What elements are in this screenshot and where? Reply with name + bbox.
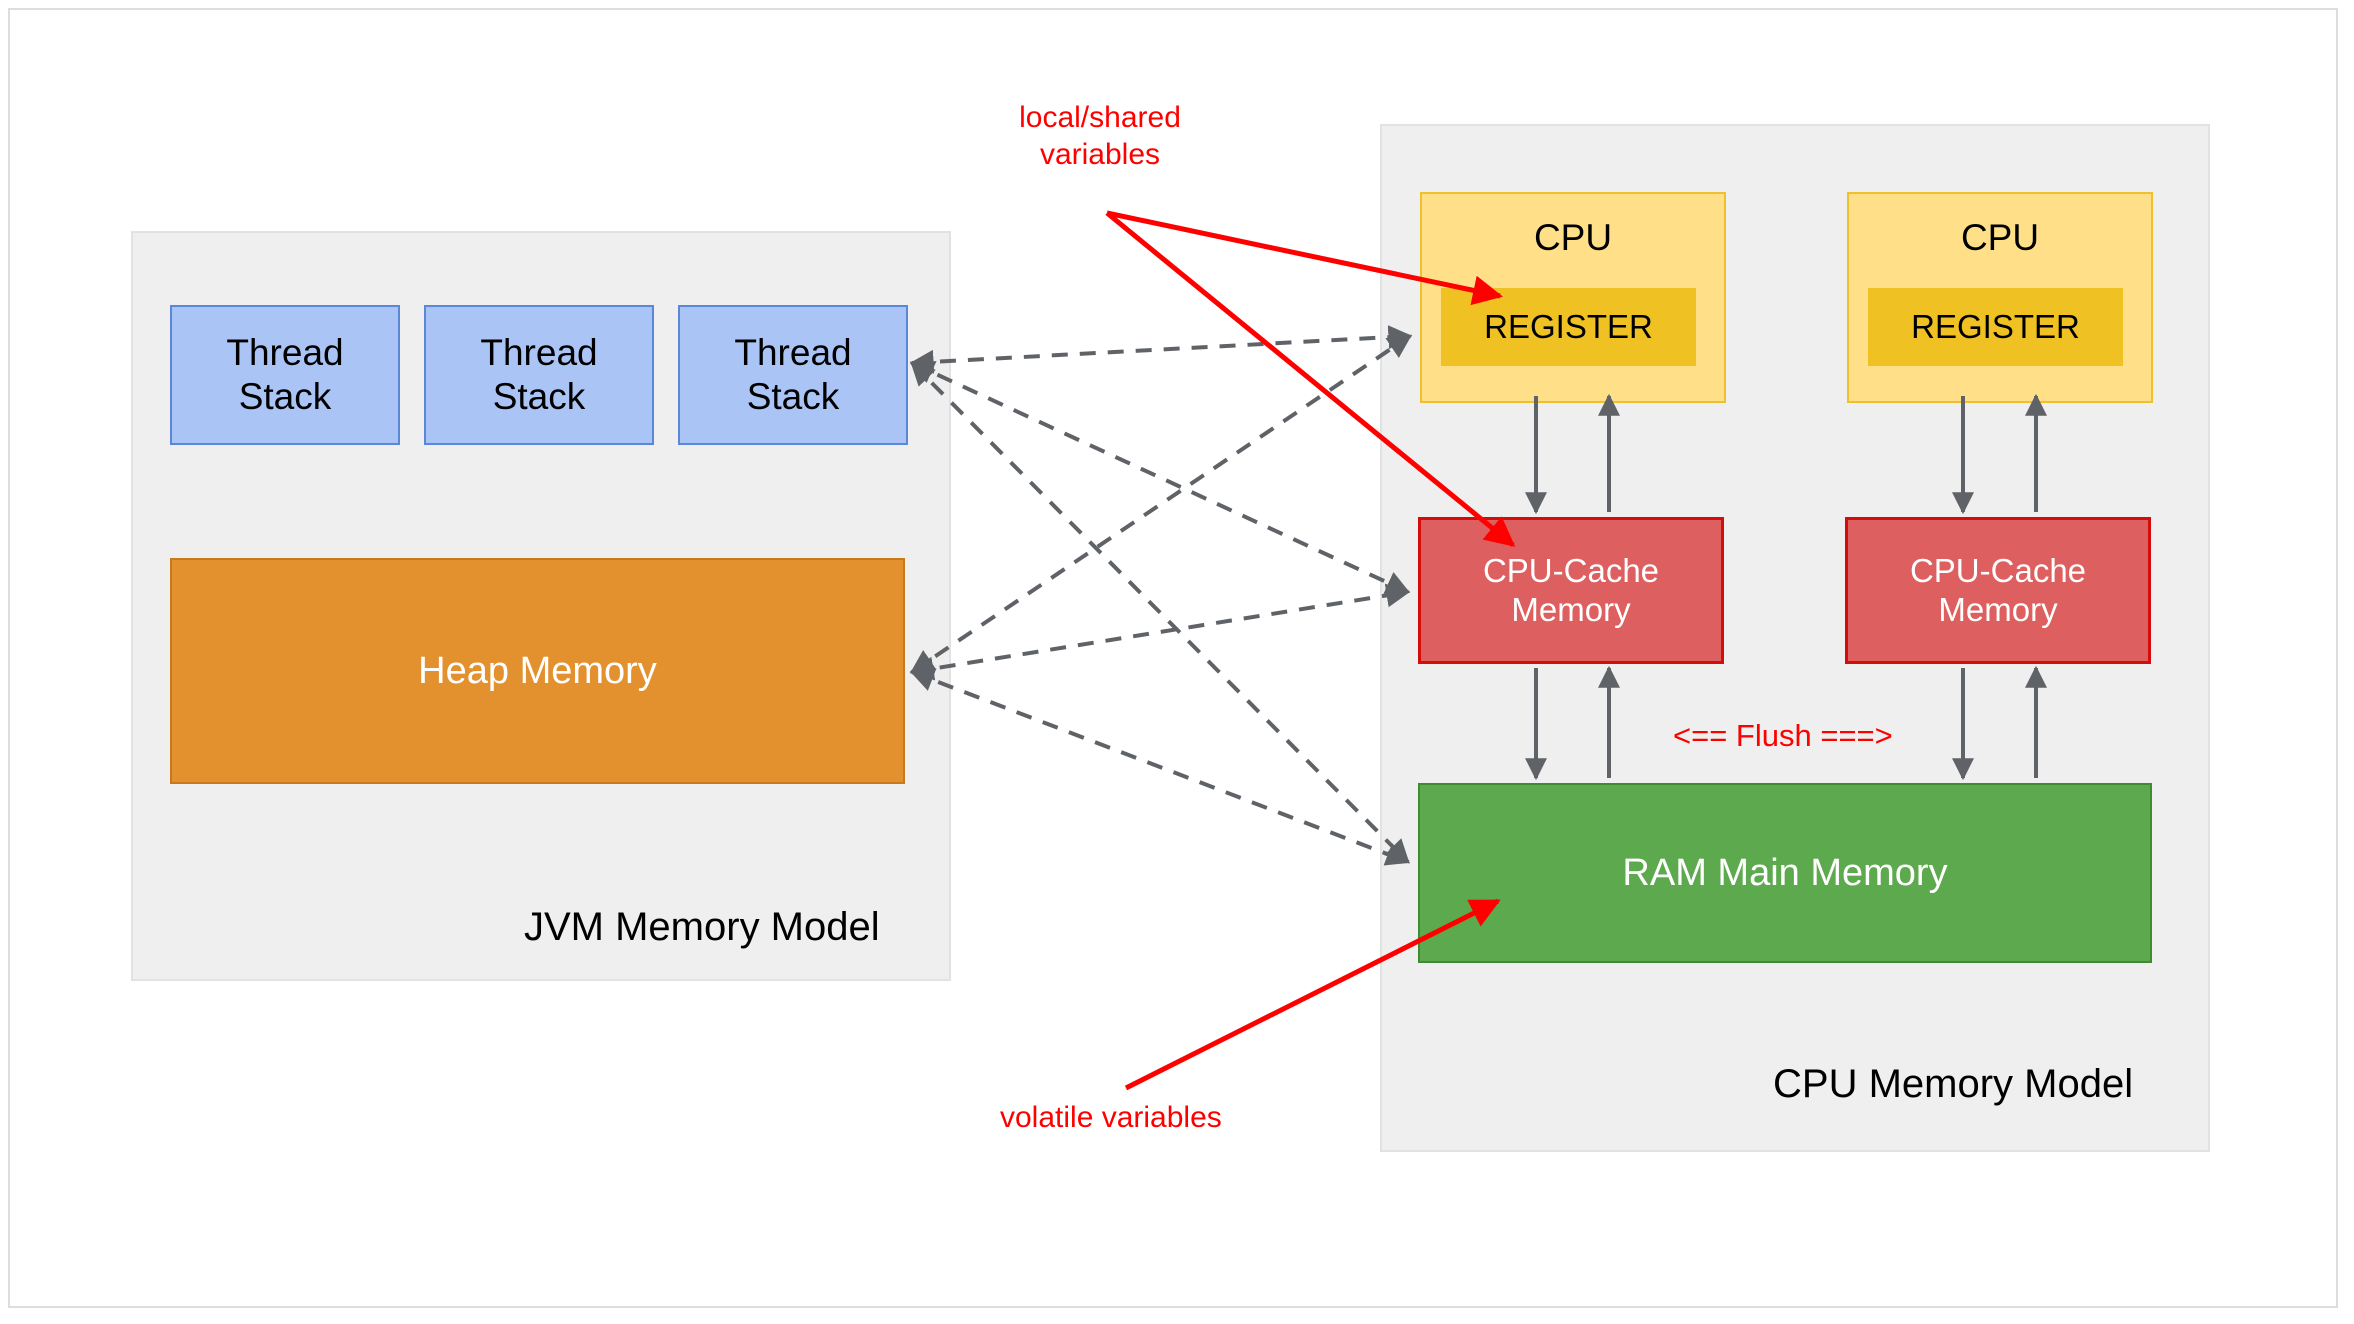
register-box-1[interactable]: REGISTER xyxy=(1441,288,1696,366)
ram-main-memory-box[interactable]: RAM Main Memory xyxy=(1418,783,2152,963)
flush-label: <== Flush ===> xyxy=(1673,718,1893,753)
heap-memory-box[interactable]: Heap Memory xyxy=(170,558,905,784)
register-box-2[interactable]: REGISTER xyxy=(1868,288,2123,366)
volatile-variables-label: volatile variables xyxy=(1000,1101,1222,1134)
cpu-memory-model-label: CPU Memory Model xyxy=(1773,1062,2134,1106)
jvm-memory-model-label: JVM Memory Model xyxy=(524,905,880,949)
